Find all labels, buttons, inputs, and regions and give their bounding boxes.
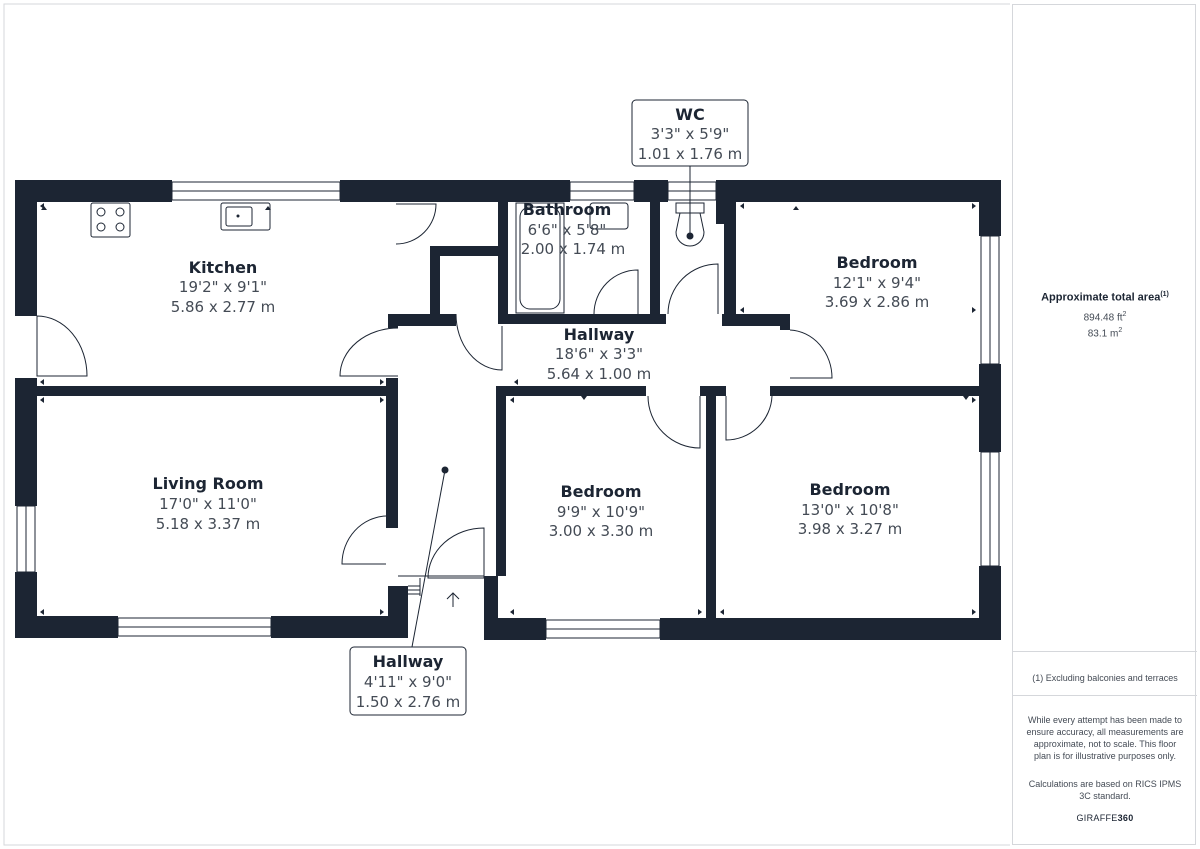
room-name: Bedroom bbox=[809, 480, 890, 499]
page-frame bbox=[3, 3, 1010, 846]
room-imperial: 4'11" x 9'0" bbox=[364, 673, 452, 691]
fixtures bbox=[90, 166, 705, 648]
room-label-hallway-main: Hallway 18'6" x 3'3" 5.64 x 1.00 m bbox=[547, 325, 652, 383]
room-metric: 5.64 x 1.00 m bbox=[547, 365, 652, 383]
area-metric: 83.1 m2 bbox=[1013, 327, 1197, 339]
room-metric: 1.01 x 1.76 m bbox=[638, 145, 743, 163]
windows bbox=[16, 181, 1000, 639]
room-imperial: 17'0" x 11'0" bbox=[159, 495, 257, 513]
divider bbox=[1013, 651, 1197, 652]
room-metric: 1.50 x 2.76 m bbox=[356, 693, 461, 711]
room-label-hallway-entry: Hallway 4'11" x 9'0" 1.50 x 2.76 m bbox=[356, 652, 461, 711]
room-label-bedroom-mid: Bedroom 9'9" x 10'9" 3.00 x 3.30 m bbox=[549, 482, 654, 540]
room-name: Hallway bbox=[564, 325, 635, 344]
walls bbox=[15, 180, 1001, 640]
room-metric: 3.00 x 3.30 m bbox=[549, 522, 654, 540]
room-imperial: 12'1" x 9'4" bbox=[833, 274, 921, 292]
total-area-block: Approximate total area(1) 894.48 ft2 83.… bbox=[1013, 291, 1197, 339]
room-name: Kitchen bbox=[189, 258, 258, 277]
room-imperial: 9'9" x 10'9" bbox=[557, 503, 645, 521]
room-name: WC bbox=[675, 105, 704, 124]
area-title-text: Approximate total area bbox=[1041, 291, 1161, 304]
room-label-bathroom: Bathroom 6'6" x 5'8" 2.00 x 1.74 m bbox=[521, 200, 626, 258]
brand-logo: GIRAFFE360 bbox=[1013, 813, 1197, 823]
calculation-note: Calculations are based on RICS IPMS 3C s… bbox=[1028, 779, 1182, 801]
divider bbox=[1013, 695, 1197, 696]
brand-light: GIRAFFE bbox=[1076, 813, 1118, 823]
floor-plan: Kitchen 19'2" x 9'1" 5.86 x 2.77 m Bathr… bbox=[3, 3, 1010, 846]
area-imperial: 894.48 ft2 bbox=[1013, 311, 1197, 323]
room-name: Hallway bbox=[373, 652, 444, 671]
room-label-bedroom-se: Bedroom 13'0" x 10'8" 3.98 x 3.27 m bbox=[798, 480, 903, 538]
area-ft-sup: 2 bbox=[1122, 310, 1127, 318]
hallway-entry-label-box bbox=[349, 646, 467, 716]
room-name: Bathroom bbox=[523, 200, 612, 219]
room-name: Bedroom bbox=[836, 253, 917, 272]
basin-icon bbox=[589, 202, 629, 230]
doors bbox=[36, 203, 833, 579]
bath-icon bbox=[515, 202, 565, 314]
room-name: Bedroom bbox=[560, 482, 641, 501]
room-metric: 3.98 x 3.27 m bbox=[798, 520, 903, 538]
room-metric: 5.18 x 3.37 m bbox=[156, 515, 261, 533]
room-label-living-room: Living Room 17'0" x 11'0" 5.18 x 3.37 m bbox=[153, 474, 264, 533]
room-imperial: 6'6" x 5'8" bbox=[528, 221, 607, 239]
room-metric: 5.86 x 2.77 m bbox=[171, 298, 276, 316]
entrance-arrow-icon bbox=[446, 592, 460, 607]
area-m-sup: 2 bbox=[1118, 326, 1123, 334]
sink-icon bbox=[220, 202, 271, 231]
dimension-ticks bbox=[40, 203, 976, 615]
info-sidebar: Approximate total area(1) 894.48 ft2 83.… bbox=[1012, 4, 1197, 845]
room-imperial: 13'0" x 10'8" bbox=[801, 501, 899, 519]
room-imperial: 19'2" x 9'1" bbox=[179, 278, 267, 296]
area-note-mark: (1) bbox=[1160, 291, 1169, 298]
room-label-bedroom-ne: Bedroom 12'1" x 9'4" 3.69 x 2.86 m bbox=[825, 253, 930, 311]
room-label-kitchen: Kitchen 19'2" x 9'1" 5.86 x 2.77 m bbox=[171, 258, 276, 316]
footnote: (1) Excluding balconies and terraces bbox=[1032, 673, 1178, 683]
room-metric: 2.00 x 1.74 m bbox=[521, 240, 626, 258]
room-imperial: 3'3" x 5'9" bbox=[651, 125, 730, 143]
area-title: Approximate total area(1) bbox=[1013, 291, 1197, 304]
wc-label-box bbox=[631, 99, 749, 167]
brand-bold: 360 bbox=[1117, 813, 1134, 823]
area-ft-value: 894.48 ft bbox=[1083, 311, 1123, 323]
disclaimer: While every attempt has been made to ens… bbox=[1026, 715, 1184, 761]
room-label-wc: WC 3'3" x 5'9" 1.01 x 1.76 m bbox=[638, 105, 743, 163]
hob-icon bbox=[90, 202, 131, 238]
room-imperial: 18'6" x 3'3" bbox=[555, 345, 643, 363]
room-name: Living Room bbox=[153, 474, 264, 493]
room-metric: 3.69 x 2.86 m bbox=[825, 293, 930, 311]
area-m-value: 83.1 m bbox=[1087, 328, 1119, 340]
